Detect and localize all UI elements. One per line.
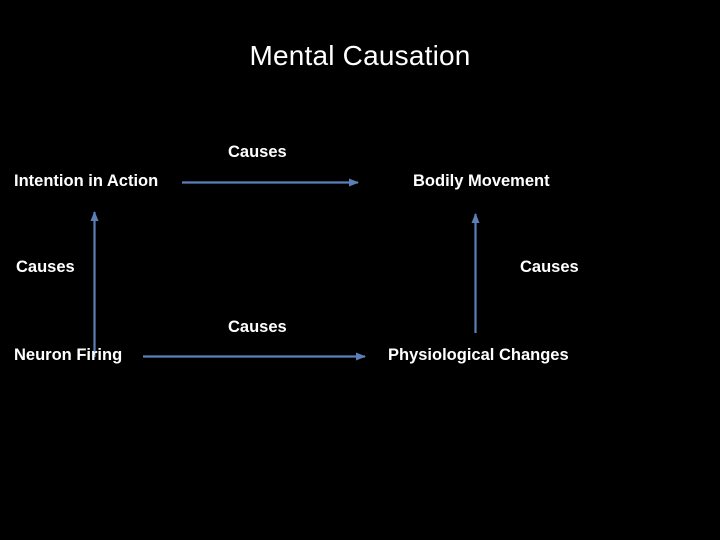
edge-label-intention-to-bodily: Causes — [228, 143, 287, 161]
edge-label-physiological-to-bodily: Causes — [520, 258, 579, 276]
node-neuron-firing: Neuron Firing — [14, 346, 123, 364]
edge-label-neuron-to-physiological: Causes — [228, 318, 287, 336]
node-physiological-changes: Physiological Changes — [388, 346, 569, 364]
node-intention-in-action: Intention in Action — [14, 172, 159, 190]
node-bodily-movement: Bodily Movement — [413, 172, 550, 190]
page-title: Mental Causation — [249, 40, 471, 71]
edge-label-neuron-to-intention: Causes — [16, 258, 75, 276]
